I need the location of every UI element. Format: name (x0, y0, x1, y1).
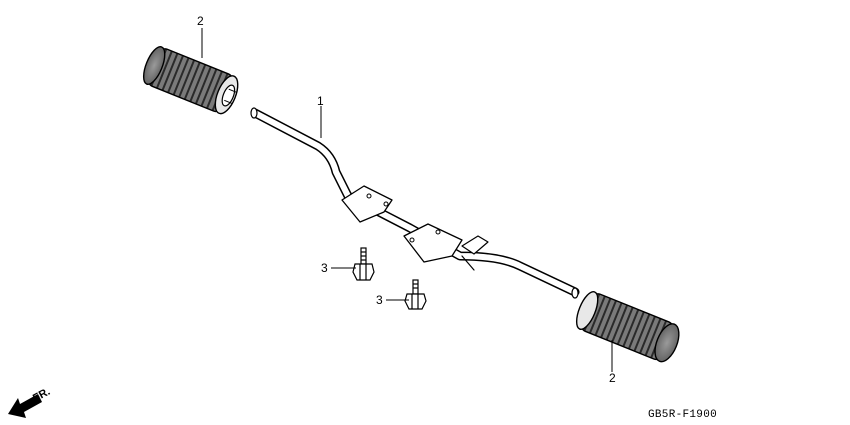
callout-grip-lower: 2 (609, 371, 616, 385)
footpeg-rubber-lower (575, 291, 680, 363)
bolt-left-drawing (352, 247, 375, 281)
part-code: GB5R-F1900 (648, 409, 718, 421)
callout-bolt-right: 3 (376, 293, 383, 307)
callout-bar: 1 (317, 94, 324, 108)
bolt-right-drawing (404, 279, 427, 310)
front-arrow-icon (8, 394, 42, 418)
callout-bolt-left: 3 (321, 261, 328, 275)
footpeg-bar (250, 107, 580, 299)
callout-grip-upper: 2 (197, 14, 204, 28)
footpeg-rubber-upper (142, 46, 239, 115)
